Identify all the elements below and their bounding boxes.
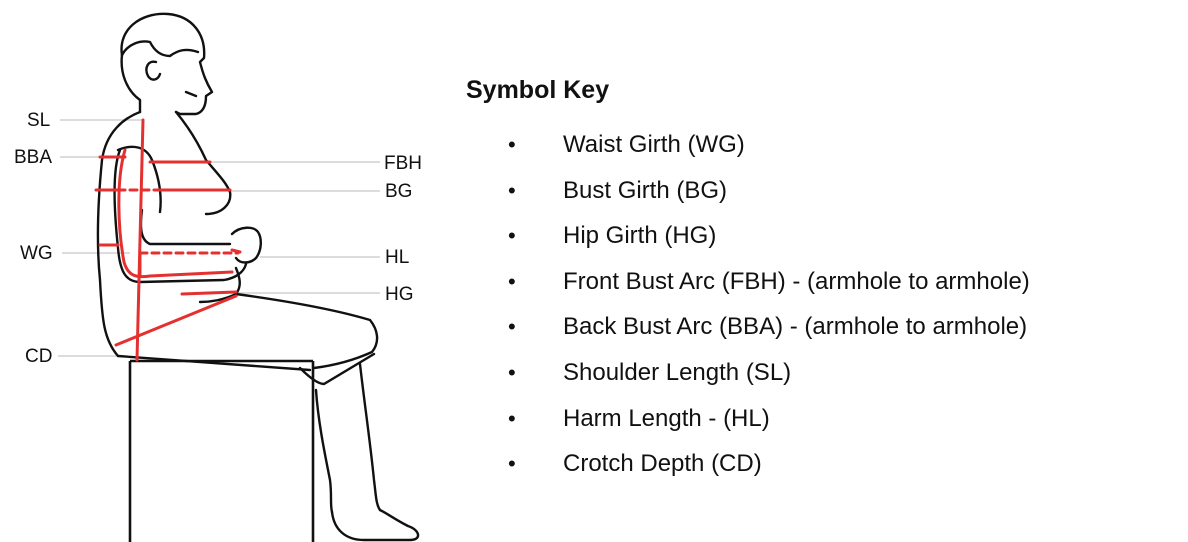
key-item-label: Waist Girth (WG) — [563, 131, 745, 158]
label-wg: WG — [20, 244, 53, 263]
face-line — [186, 92, 196, 96]
key-item-label: Harm Length - (HL) — [563, 405, 770, 432]
bullet-icon: • — [508, 309, 516, 345]
key-item-label: Front Bust Arc (FBH) - (armhole to armho… — [563, 268, 1030, 295]
stool — [130, 361, 313, 542]
key-item-harm-length: • Harm Length - (HL) — [508, 401, 1030, 447]
guide-lines — [58, 120, 380, 356]
key-item-label: Crotch Depth (CD) — [563, 450, 762, 477]
label-hg: HG — [385, 285, 414, 304]
arm-outline — [115, 150, 247, 282]
symbol-key-list: • Waist Girth (WG) • Bust Girth (BG) • Hip … — [508, 127, 1030, 492]
back-of-head — [122, 55, 140, 112]
hair-outline — [122, 42, 198, 56]
bullet-icon: • — [508, 264, 516, 300]
key-item-waist-girth: • Waist Girth (WG) — [508, 127, 1030, 173]
key-item-hip-girth: • Hip Girth (HG) — [508, 218, 1030, 264]
label-cd: CD — [25, 347, 52, 366]
key-item-bust-girth: • Bust Girth (BG) — [508, 173, 1030, 219]
label-bba: BBA — [14, 148, 52, 167]
key-item-back-bust-arc: • Back Bust Arc (BBA) - (armhole to armho… — [508, 309, 1030, 355]
bullet-icon: • — [508, 173, 516, 209]
key-item-label: Hip Girth (HG) — [563, 222, 716, 249]
bullet-icon: • — [508, 446, 516, 482]
key-item-label: Bust Girth (BG) — [563, 177, 727, 204]
key-item-front-bust-arc: • Front Bust Arc (FBH) - (armhole to armh… — [508, 264, 1030, 310]
hand — [232, 228, 261, 263]
ear — [146, 62, 160, 80]
label-bg: BG — [385, 182, 412, 201]
key-item-label: Back Bust Arc (BBA) - (armhole to armhol… — [563, 313, 1027, 340]
foot — [332, 510, 418, 540]
symbol-key-title: Symbol Key — [466, 76, 609, 105]
shin-front — [360, 364, 380, 510]
bullet-icon: • — [508, 401, 516, 437]
cd-line — [116, 296, 236, 345]
label-sl: SL — [27, 111, 50, 130]
label-fbh: FBH — [384, 154, 422, 173]
sl-line — [137, 120, 143, 360]
key-item-label: Shoulder Length (SL) — [563, 359, 791, 386]
inner-arm — [141, 210, 230, 244]
waist-end — [232, 250, 240, 252]
key-item-shoulder-length: • Shoulder Length (SL) — [508, 355, 1030, 401]
label-hl: HL — [385, 248, 409, 267]
lap-outline — [236, 294, 377, 368]
seated-figure-illustration — [0, 0, 470, 542]
bullet-icon: • — [508, 355, 516, 391]
calf-back — [316, 390, 332, 512]
thigh-under — [118, 356, 310, 370]
head-outline — [122, 14, 212, 114]
hg-line — [182, 292, 236, 294]
bullet-icon: • — [508, 218, 516, 254]
key-item-crotch-depth: • Crotch Depth (CD) — [508, 446, 1030, 492]
bullet-icon: • — [508, 127, 516, 163]
